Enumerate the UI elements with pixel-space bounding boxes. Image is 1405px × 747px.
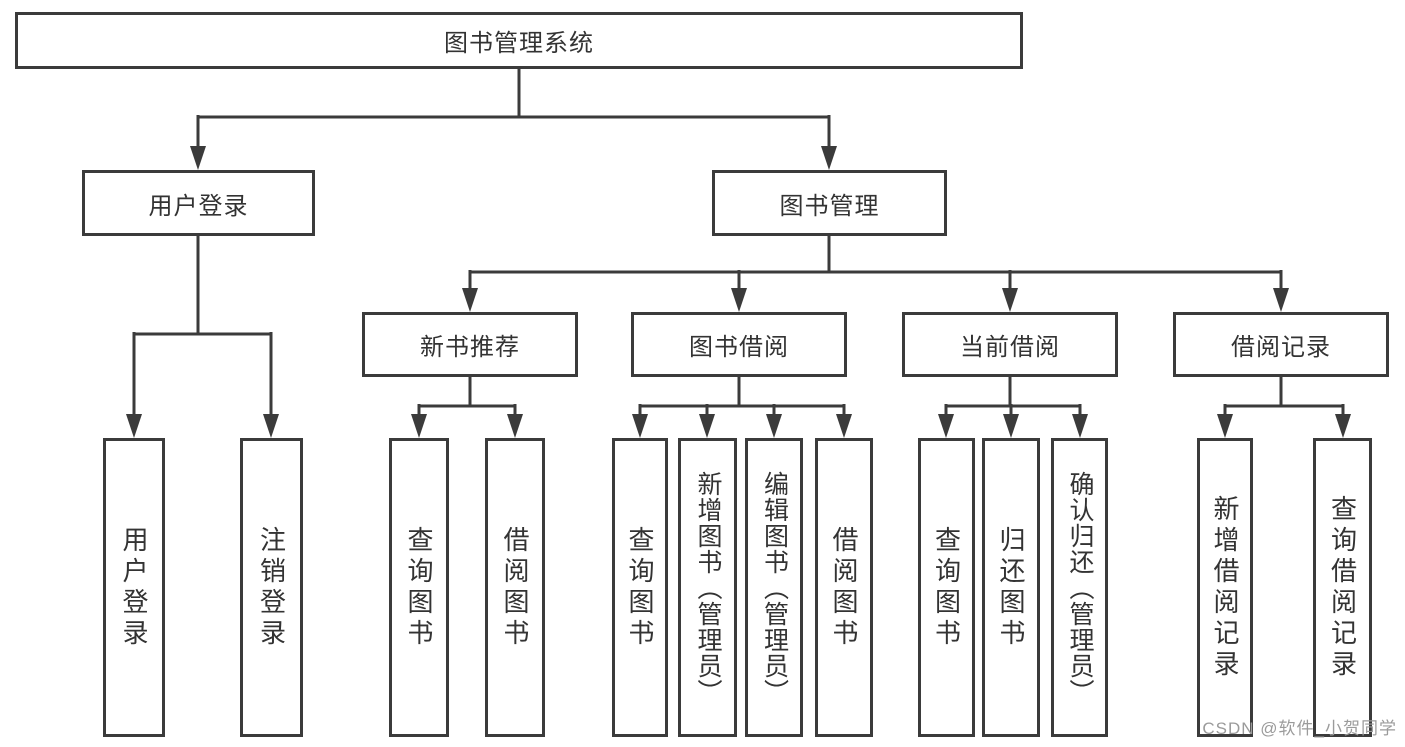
node-label: 当前借阅 — [960, 334, 1060, 361]
node-label: 注销登录 — [256, 525, 287, 650]
node-label: 确认归还（管理员） — [1066, 470, 1094, 705]
node-label: 图书管理系统 — [444, 30, 594, 57]
node-label: 查询图书 — [404, 525, 434, 650]
leaf-user-login: 用户登录 — [103, 438, 165, 737]
watermark: CSDN @软件_小贺同学 — [1202, 719, 1397, 738]
node-label: 借阅图书 — [829, 525, 859, 650]
leaf-cb-query-books: 查询图书 — [918, 438, 975, 737]
node-label: 编辑图书（管理员） — [760, 470, 789, 705]
node-new-book-recommend: 新书推荐 — [362, 312, 578, 377]
edges-book-borrow — [632, 377, 852, 438]
node-label: 图书借阅 — [689, 334, 789, 361]
leaf-nbr-borrow-books: 借阅图书 — [485, 438, 545, 737]
node-label: 借阅记录 — [1231, 334, 1331, 361]
leaf-bb-edit-books-admin: 编辑图书（管理员） — [745, 438, 803, 737]
node-label: 查询借阅记录 — [1327, 494, 1358, 681]
edges-borrow-records — [1217, 377, 1351, 438]
node-label: 图书管理 — [779, 192, 880, 220]
edges-new-book-recommend — [411, 377, 523, 438]
edges-root — [190, 66, 837, 170]
node-book-management: 图书管理 — [712, 170, 947, 236]
node-label: 查询图书 — [625, 525, 655, 650]
node-user-login: 用户登录 — [82, 170, 315, 236]
node-label: 新书推荐 — [420, 334, 520, 361]
node-label: 用户登录 — [148, 192, 249, 220]
edges-book-management — [462, 234, 1289, 312]
leaf-bb-borrow-books: 借阅图书 — [815, 438, 873, 737]
node-label: 新增借阅记录 — [1210, 494, 1240, 681]
leaf-bb-add-books-admin: 新增图书（管理员） — [678, 438, 737, 737]
node-book-borrow: 图书借阅 — [631, 312, 847, 377]
node-label: 借阅图书 — [500, 525, 530, 650]
leaf-bb-query-books: 查询图书 — [612, 438, 668, 737]
leaf-cb-confirm-return-admin: 确认归还（管理员） — [1051, 438, 1108, 737]
leaf-cb-return-books: 归还图书 — [982, 438, 1040, 737]
leaf-nbr-query-books: 查询图书 — [389, 438, 449, 737]
node-label: 新增图书（管理员） — [694, 470, 722, 705]
leaf-br-query-record: 查询借阅记录 — [1313, 438, 1372, 737]
node-root: 图书管理系统 — [15, 12, 1023, 69]
node-label: 查询图书 — [931, 525, 962, 650]
node-label: 用户登录 — [119, 525, 149, 650]
node-current-borrow: 当前借阅 — [902, 312, 1118, 377]
edges-current-borrow — [938, 377, 1088, 438]
leaf-logout: 注销登录 — [240, 438, 303, 737]
edges-user-login — [126, 234, 279, 438]
leaf-br-add-record: 新增借阅记录 — [1197, 438, 1253, 737]
node-label: 归还图书 — [996, 525, 1026, 650]
node-borrow-records: 借阅记录 — [1173, 312, 1389, 377]
